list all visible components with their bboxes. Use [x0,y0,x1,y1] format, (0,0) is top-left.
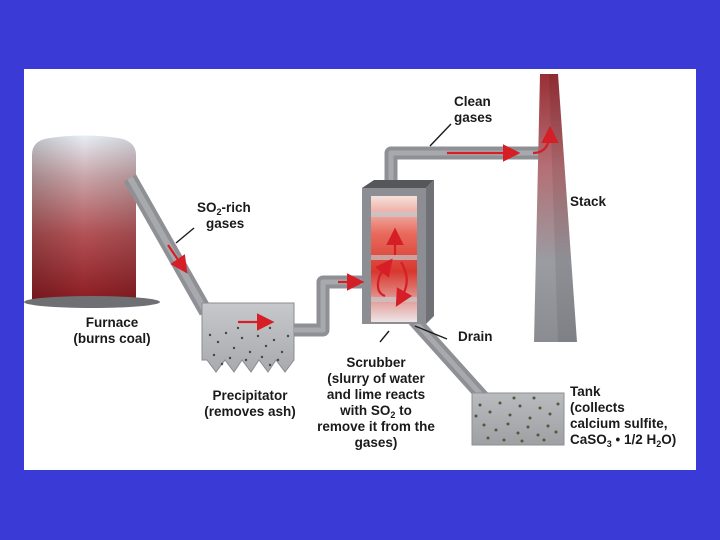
leader-drain [414,325,448,340]
clean-gases-label: Clean gases [454,94,492,126]
precipitator-label-line-1: Precipitator [212,388,288,403]
tank-line-4-middle: • 1/2 H [611,432,657,447]
precipitator-label: Precipitator (removes ash) [190,388,310,420]
pipe-precipitator-to-scrubber [294,275,364,337]
tray-3 [371,297,417,302]
tray-2 [371,255,417,260]
so2-rich-gases-label: SO2-rich gases [197,200,251,232]
drain-pipe [407,313,489,403]
leader-so2-rich [175,227,195,244]
precipitator-label-line-2: (removes ash) [204,404,296,419]
tank-line-4-suffix: O) [661,432,677,447]
tank-label-line-1: Tank [570,384,601,399]
scrubber-label-line-5: remove it from the [317,419,435,434]
scrubber-label: Scrubber (slurry of water and lime react… [306,355,446,451]
clean-gases-line-2: gases [454,110,493,125]
furnace-label: Furnace (burns coal) [50,315,174,347]
ash-particles [208,326,290,367]
scrubber-label-line-2: (slurry of water [327,371,425,386]
gas-flow-arrows [167,125,559,331]
tank [471,392,565,446]
calcium-sulfite-particles [474,396,560,443]
tank-line-4-prefix: CaSO [570,432,607,447]
furnace [24,135,160,308]
scrubber-label-line-6: gases) [354,435,398,450]
leader-scrubber [379,330,390,343]
so2-rich-suffix: -rich [221,200,251,215]
so2-rich-line-2: gases [206,216,245,231]
furnace-label-line-1: Furnace [85,315,139,330]
flow-arrow-stack [532,125,559,155]
drain-label: Drain [458,329,493,344]
so2-rich-subscript: 2 [216,207,222,217]
scrubber-line-4-prefix: with SO [340,403,391,418]
tank-line-4-subscript-1: 3 [606,439,612,449]
diagram-panel: Furnace (burns coal) SO2-rich gases Prec… [24,69,696,470]
leader-lines [175,123,452,343]
flow-arrow-furnace [167,244,188,274]
precipitator [201,302,295,373]
process-diagram [24,74,577,446]
leader-clean-gases [429,123,452,147]
tank-line-4-subscript-2: 2 [656,439,662,449]
stack-label: Stack [570,194,607,209]
scrubber-label-line-1: Scrubber [346,355,406,370]
clean-gases-line-1: Clean [454,94,491,109]
scrubber-label-line-3: and lime reacts [326,387,426,402]
scrubber-line-4-subscript: 2 [390,410,396,420]
scrubber-line-4-suffix: to [395,403,412,418]
tank-label-line-2: (collects [570,400,625,415]
furnace-label-line-2: (burns coal) [73,331,151,346]
tank-label-line-3: calcium sulfite, [570,416,668,431]
tank-label: Tank (collects calcium sulfite, CaSO3 • … [570,384,677,449]
so2-rich-prefix: SO [197,200,217,215]
tray-1 [371,212,417,217]
flow-arrow-scrubber-up-left [374,258,393,298]
flow-arrow-scrubber-down [395,261,413,307]
